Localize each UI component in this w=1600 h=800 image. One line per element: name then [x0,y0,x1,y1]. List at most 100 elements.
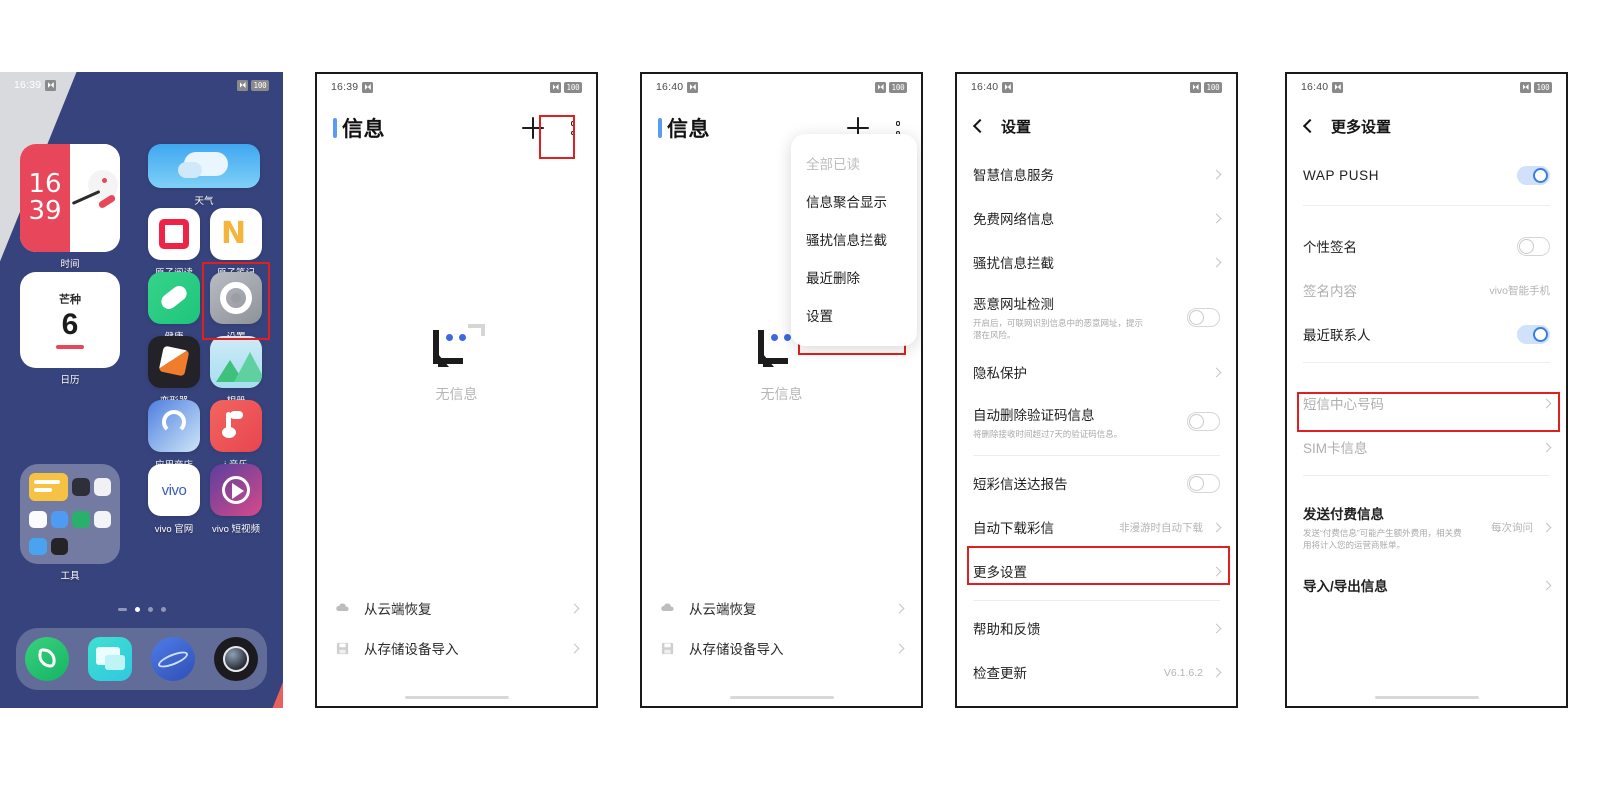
app-icon-app-store[interactable]: 应用商店 [148,400,200,471]
row-label: 恶意网址检测 [973,297,1054,312]
status-bar: 16:40 100 [642,74,921,100]
status-battery: 100 [251,79,269,91]
title-accent-bar [658,118,662,138]
app-icon-weather[interactable]: 天气 [148,144,260,207]
calendar-day: 6 [61,308,79,341]
toggle-auto-delete-verification-codes[interactable] [1187,412,1220,432]
dock-icon-camera[interactable] [213,637,258,681]
restore-label-cloud: 从云端恢复 [689,602,757,617]
chevron-right-icon [1211,522,1222,533]
app-icon-health[interactable]: 健康 [148,272,200,343]
menu-item-aggregate-display[interactable]: 信息聚合显示 [806,195,887,210]
menu-item-mark-all-read[interactable]: 全部已读 [806,157,860,172]
settings-row-send-paid-message[interactable]: 发送付费信息 发送“付费信息”可能产生额外费用，相关费用将计入您的运营商账单。 … [1287,494,1566,561]
app-icon-vivo-site[interactable]: vivo vivo 官网 [148,464,200,535]
dock-icon-messages[interactable] [88,637,133,681]
status-mute-icon [1190,81,1202,93]
row-label: 发送付费信息 [1303,507,1384,522]
page-dot-2[interactable] [147,607,153,612]
dock-icon-browser[interactable] [150,637,195,681]
status-battery: 100 [1204,81,1222,93]
settings-row-malicious-url-detection[interactable]: 恶意网址检测 开启后，可联网识别信息中的恶意网址，提示潜在风险。 [957,284,1236,351]
status-bar: 16:40 100 [1287,74,1566,100]
toggle-wap-push[interactable] [1517,166,1550,185]
restore-row-cloud[interactable]: 从云端恢复 [642,588,921,628]
app-icon-transformer[interactable]: 变形器 [148,336,200,407]
clock-widget[interactable]: 16 39 [20,144,120,252]
toggle-delivery-report[interactable] [1187,474,1220,494]
settings-row-delivery-report[interactable]: 短彩信送达报告 [957,462,1236,506]
menu-item-recently-deleted[interactable]: 最近删除 [806,271,860,286]
restore-row-storage[interactable]: 从存储设备导入 [317,628,596,668]
settings-row-free-network-message[interactable]: 免费网络信息 [957,196,1236,240]
restore-label-storage: 从存储设备导入 [364,642,459,657]
folder-tools[interactable] [20,464,120,564]
app-icon-atom-notes[interactable]: N 原子笔记 [210,208,262,279]
row-description: 发送“付费信息”可能产生额外费用，相关费用将计入您的运营商账单。 [1303,528,1462,551]
toggle-recent-contacts[interactable] [1517,324,1550,344]
page-dot-0[interactable] [117,608,127,611]
phone-panel-more-settings: 16:40 100 更多设置 WAP PUSH 个性签名 [1285,72,1568,708]
row-label: 自动删除验证码信息 [973,407,1095,423]
row-value: 非漫游时自动下载 [1119,522,1203,535]
settings-row-auto-delete-verification-codes[interactable]: 自动删除验证码信息 将删除接收时间超过7天的验证码信息。 [957,395,1236,449]
settings-row-check-update[interactable]: 检查更新 V6.1.6.2 [957,651,1236,695]
settings-row-sim-card-info[interactable]: SIM卡信息 [1287,425,1566,469]
row-label: 帮助和反馈 [973,622,1041,638]
settings-row-privacy-protection[interactable]: 隐私保护 [957,351,1236,395]
chevron-right-icon [1211,367,1222,378]
settings-row-auto-download-mms[interactable]: 自动下载彩信 非漫游时自动下载 [957,506,1236,550]
calendar-widget[interactable]: 芒种 6 [20,272,120,368]
status-mute-icon [875,81,887,93]
new-message-icon[interactable] [847,117,869,139]
folder-preview-clock-icon [93,510,111,529]
restore-row-cloud[interactable]: 从云端恢复 [317,588,596,628]
page-dot-3[interactable] [160,607,166,612]
back-arrow-icon[interactable] [972,118,988,134]
settings-row-about[interactable]: 关于 [957,695,1236,706]
status-time: 16:40 [656,81,684,93]
page-dot-1[interactable] [134,607,140,612]
clock-widget-label: 时间 [60,259,80,270]
dock-icon-phone[interactable] [25,637,70,681]
restore-row-storage[interactable]: 从存储设备导入 [642,628,921,668]
page-title: 更多设置 [1331,118,1392,136]
folder-preview-mail-icon [29,537,47,555]
settings-row-signature[interactable]: 个性签名 [1287,224,1566,268]
page-indicator[interactable] [0,607,283,612]
empty-message-icon [429,324,485,368]
storage-icon [335,641,350,656]
settings-row-sms-center-number[interactable]: 短信中心号码 [1287,381,1566,425]
toggle-malicious-url-detection[interactable] [1187,307,1220,327]
row-label: 最近联系人 [1303,327,1371,343]
row-description: 开启后，可联网识别信息中的恶意网址，提示潜在风险。 [973,318,1144,341]
overflow-menu-icon[interactable] [566,117,580,139]
app-icon-vivo-video[interactable]: vivo 短视频 [210,464,262,535]
app-bar: 信息 [317,100,596,156]
menu-item-settings[interactable]: 设置 [806,309,833,324]
folder-preview-recorder-icon [50,537,68,555]
menu-item-spam-block[interactable]: 骚扰信息拦截 [806,233,887,248]
row-label: 个性签名 [1303,239,1357,255]
chevron-right-icon [569,603,580,613]
app-icon-atom-reader[interactable]: 原子阅读 [148,208,200,279]
settings-row-import-export[interactable]: 导入/导出信息 [1287,561,1566,610]
settings-row-more-settings[interactable]: 更多设置 [957,550,1236,594]
settings-row-smart-message-service[interactable]: 智慧信息服务 [957,152,1236,196]
app-icon-imusic[interactable]: i 音乐 [210,400,262,471]
back-arrow-icon[interactable] [1302,118,1318,134]
app-icon-gallery[interactable]: 相册 [210,336,262,407]
status-app-icon [45,79,57,91]
toggle-signature[interactable] [1517,236,1550,256]
app-bar: 信息 [642,100,921,156]
new-message-icon[interactable] [522,117,544,139]
settings-row-recent-contacts[interactable]: 最近联系人 [1287,312,1566,356]
calendar-widget-label: 日历 [60,375,80,386]
settings-row-spam-block[interactable]: 骚扰信息拦截 [957,240,1236,284]
settings-row-wap-push[interactable]: WAP PUSH [1287,152,1566,199]
settings-row-help-feedback[interactable]: 帮助和反馈 [957,607,1236,651]
status-time: 16:40 [1301,81,1329,93]
app-icon-settings[interactable]: 设置 [210,272,262,343]
chevron-right-icon [1541,522,1552,533]
status-bar: 16:40 100 [957,74,1236,100]
